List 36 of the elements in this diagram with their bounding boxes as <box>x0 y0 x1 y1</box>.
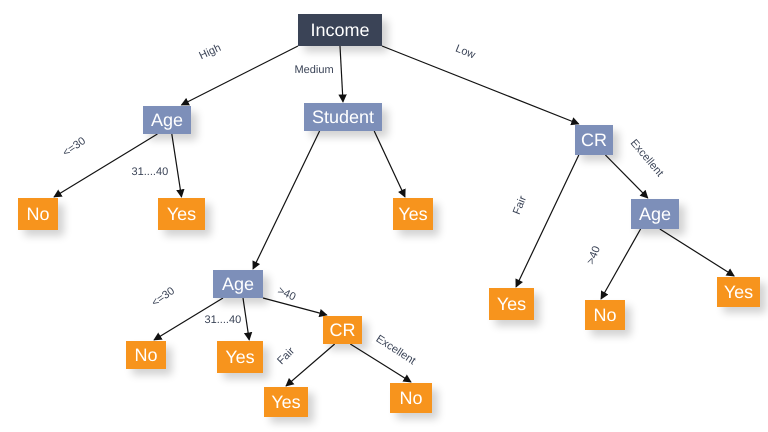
arrow <box>600 228 642 300</box>
edge-label: Medium <box>292 64 336 76</box>
leaf-node-box: Yes <box>264 387 308 417</box>
arrow <box>374 130 406 198</box>
root-node-box: Income <box>298 14 382 46</box>
leaf-node-box: Yes <box>217 341 263 373</box>
arrow <box>604 154 648 199</box>
arrow <box>338 46 347 103</box>
attribute-node-box: Age <box>213 270 263 298</box>
attribute-node-box: Student <box>304 103 382 131</box>
arrow <box>180 45 298 106</box>
arrow <box>350 344 412 382</box>
attribute-node-box: Age <box>143 106 191 134</box>
arrow <box>171 134 184 198</box>
attribute-node-box: Age <box>631 199 679 229</box>
leaf-node-box: No <box>585 300 625 330</box>
arrow <box>153 297 224 341</box>
leaf-node-box: Yes <box>158 198 205 230</box>
leaf-node-box: No <box>18 198 58 230</box>
edge-label: 31....40 <box>130 166 170 178</box>
leaf-node-box: Yes <box>489 288 534 320</box>
leaf-node-box: Yes <box>393 198 433 230</box>
leaf-node-box: CR <box>323 316 362 344</box>
arrow <box>382 45 580 126</box>
arrow <box>53 133 158 198</box>
arrow <box>285 344 336 387</box>
arrow <box>262 297 328 318</box>
arrow <box>659 228 735 276</box>
arrow <box>252 130 320 270</box>
leaf-node-box: Yes <box>717 277 760 307</box>
arrow <box>515 154 580 288</box>
edge-label: 31....40 <box>202 314 244 326</box>
attribute-node-box: CR <box>575 125 613 155</box>
arrow <box>242 298 252 341</box>
leaf-node-box: No <box>390 383 432 413</box>
leaf-node-box: No <box>126 341 166 369</box>
